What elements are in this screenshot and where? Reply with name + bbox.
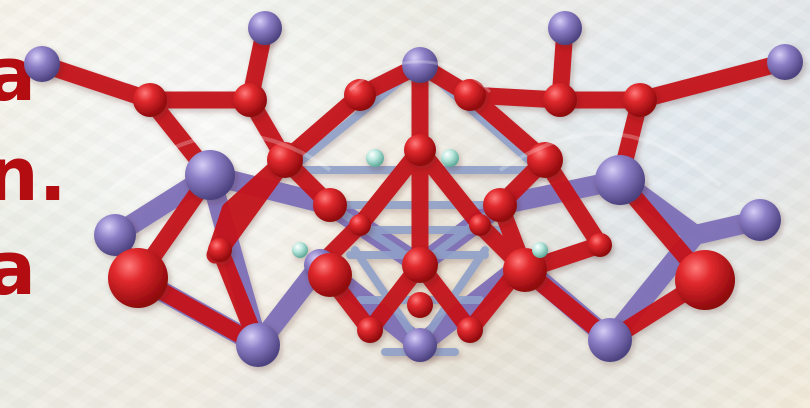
red-atoms — [108, 79, 735, 343]
text-fragment-n-dot: n. — [0, 132, 67, 218]
purple-atoms — [24, 11, 803, 367]
molecular-nodes — [24, 11, 803, 367]
light-atoms — [292, 149, 548, 258]
molecular-bonds — [33, 19, 794, 356]
text-fragment-a-bottom: a — [0, 226, 36, 312]
structure-highlights — [108, 60, 722, 192]
